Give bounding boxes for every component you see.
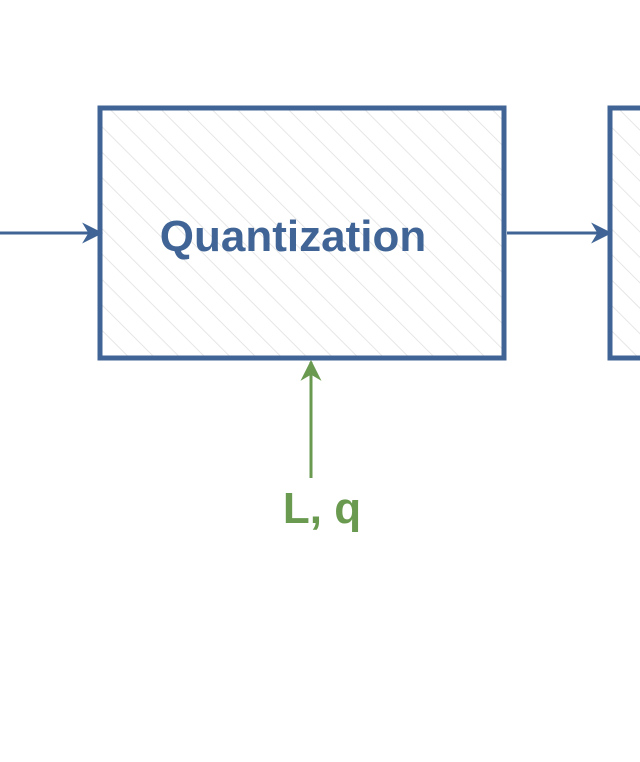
quantization-block-label: Quantization: [160, 212, 426, 261]
quantization-block: Quantization: [97, 105, 507, 361]
parameter-label: L, q: [283, 484, 361, 533]
next-block-box: [607, 105, 640, 361]
quantization-block-box: [97, 105, 507, 361]
